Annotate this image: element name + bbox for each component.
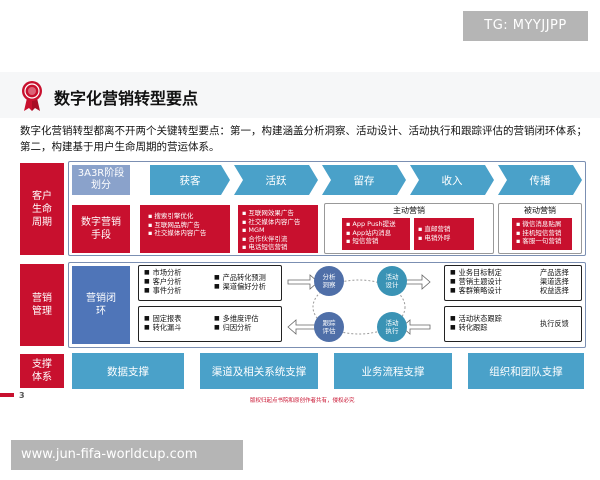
tracking-item: 归因分析	[214, 323, 259, 332]
active-marketing-item: 直邮营销	[418, 225, 470, 234]
slide-title: 数字化营销转型要点	[54, 89, 199, 108]
analysis-item: 市场分析	[144, 268, 182, 277]
design-item: 营销主题设计	[450, 277, 502, 286]
active-means-panel: 互联网效果广告 社交媒体内容广告 MGM 合作伙伴引流 电话短信营销	[238, 205, 318, 253]
lifecycle-header: 3A3R阶段划分	[72, 165, 130, 195]
stage-active: 活跃	[234, 165, 318, 195]
passive-marketing-item: 挂机短信营销	[516, 229, 568, 238]
page-number: 3	[19, 391, 25, 400]
support-data: 数据支撑	[72, 353, 184, 389]
active-marketing-item: App Push提送	[346, 220, 406, 229]
tracking-item: 转化漏斗	[144, 323, 182, 332]
closed-loop-cycle	[287, 274, 431, 335]
tracking-item: 固定报表	[144, 314, 182, 323]
support-channels: 渠道及相关系统支撑	[200, 353, 318, 389]
active-item: 电话短信营销	[242, 243, 314, 252]
watermark-top: TG: MYYJJPP	[463, 11, 588, 41]
support-organization: 组织和团队支撑	[468, 353, 584, 389]
execution-item: 活动状态跟踪	[450, 314, 502, 323]
stage-acquire: 获客	[150, 165, 230, 195]
design-item: 权益选择	[540, 286, 569, 295]
acquire-item: 互联网品牌广告	[148, 221, 226, 230]
active-marketing-item: 电销外呼	[418, 234, 470, 243]
circle-design: 活动 设计	[377, 266, 407, 296]
page-marker	[0, 393, 14, 397]
active-marketing-label: 主动营销	[393, 206, 425, 215]
acquire-means-panel: 搜索引擎优化 互联网品牌广告 社交媒体内容广告	[140, 205, 230, 253]
passive-marketing-panel: 微信消息贴屑 挂机短信营销 客服一句营销	[512, 218, 572, 250]
passive-marketing-item: 客服一句营销	[516, 237, 568, 246]
design-list-2: 产品选择 渠道选择 权益选择	[540, 268, 569, 295]
execution-list: 活动状态跟踪 转化跟踪	[450, 314, 502, 332]
slide-description: 数字化营销转型都离不开两个关键转型要点：第一，构建涵盖分析洞察、活动设计、活动执…	[20, 125, 587, 153]
stage-retain: 留存	[322, 165, 406, 195]
watermark-bottom: www.jun-fifa-worldcup.com	[11, 440, 243, 470]
active-item: 合作伙伴引流	[242, 235, 314, 244]
passive-marketing-item: 微信消息贴屑	[516, 220, 568, 229]
copyright-note: 版权归起点书院和原创作者共有，侵权必究	[250, 398, 355, 404]
circle-tracking: 跟踪 评估	[314, 312, 344, 342]
analysis-list-2: 产品转化预测 渠道偏好分析	[214, 273, 266, 291]
passive-marketing-label: 被动营销	[524, 206, 556, 215]
row-label-marketing-management: 营销 管理	[20, 264, 64, 346]
circle-execution: 活动 执行	[377, 312, 407, 342]
active-marketing-left-panel: App Push提送 App站内消息 短信营销	[342, 218, 410, 250]
circle-analysis: 分析 洞察	[314, 266, 344, 296]
design-list-1: 业务目标制定 营销主题设计 客群策略设计	[450, 268, 502, 295]
tracking-list-2: 多维度评估 归因分析	[214, 314, 259, 332]
analysis-item: 客户分析	[144, 277, 182, 286]
tracking-item: 多维度评估	[214, 314, 259, 323]
active-item: 互联网效果广告	[242, 209, 314, 218]
design-item: 产品选择	[540, 268, 569, 277]
stage-spread: 传播	[498, 165, 582, 195]
active-marketing-right-panel: 直邮营销 电销外呼	[414, 218, 474, 250]
design-item: 渠道选择	[540, 277, 569, 286]
support-process: 业务流程支撑	[334, 353, 452, 389]
active-item: MGM	[242, 226, 314, 235]
analysis-item: 渠道偏好分析	[214, 282, 266, 291]
lifecycle-means: 数字营销手段	[72, 205, 130, 253]
design-item: 业务目标制定	[450, 268, 502, 277]
award-seal-icon	[22, 81, 42, 111]
tracking-list-1: 固定报表 转化漏斗	[144, 314, 182, 332]
execution-feedback: 执行反馈	[540, 319, 569, 328]
acquire-item: 搜索引擎优化	[148, 212, 226, 221]
row-label-support: 支撑 体系	[20, 354, 64, 388]
title-band	[0, 72, 600, 118]
row-label-lifecycle: 客户 生命 周期	[20, 163, 64, 255]
analysis-item: 事件分析	[144, 286, 182, 295]
active-marketing-item: 短信营销	[346, 237, 406, 246]
analysis-item: 产品转化预测	[214, 273, 266, 282]
active-marketing-item: App站内消息	[346, 229, 406, 238]
design-item: 客群策略设计	[450, 286, 502, 295]
analysis-list-1: 市场分析 客户分析 事件分析	[144, 268, 182, 295]
closed-loop-header: 营销闭环	[72, 266, 130, 344]
acquire-item: 社交媒体内容广告	[148, 229, 226, 238]
stage-revenue: 收入	[410, 165, 494, 195]
execution-item: 转化跟踪	[450, 323, 502, 332]
active-item: 社交媒体内容广告	[242, 218, 314, 227]
